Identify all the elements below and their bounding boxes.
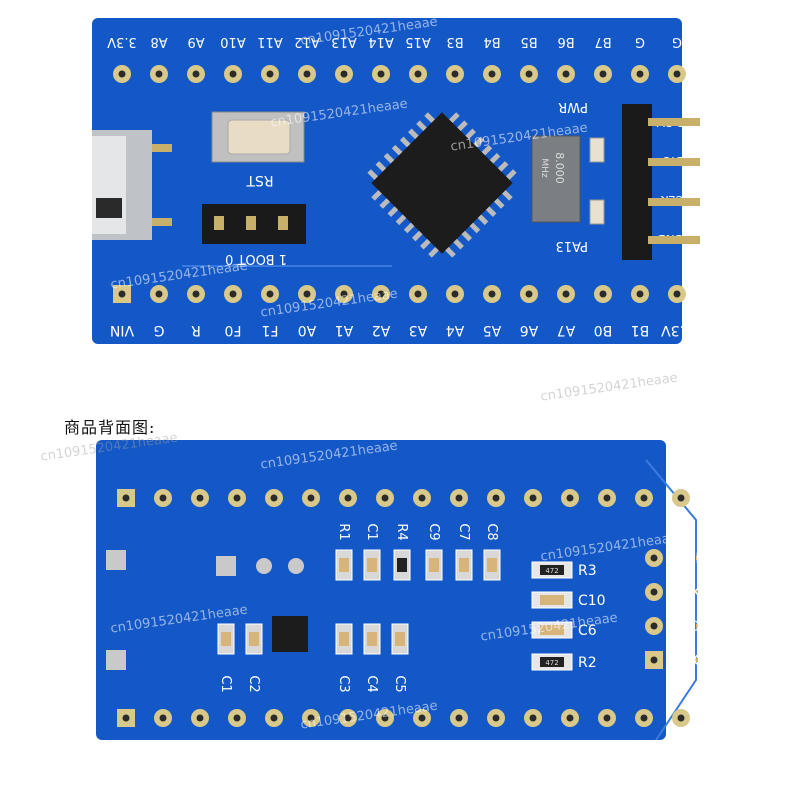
component-label: C7 xyxy=(456,523,471,540)
pin-label-bottom: F1 xyxy=(262,322,279,338)
pin-label-bottom: A5 xyxy=(483,322,501,338)
pwr-label: PWR xyxy=(558,99,588,114)
pin-label-bottom: A6 xyxy=(520,322,539,338)
regulator-chip xyxy=(272,616,308,652)
crystal-frequency: 8.000 xyxy=(553,152,566,184)
pwr-led xyxy=(589,137,605,163)
header-pin-label: DIO xyxy=(674,619,698,635)
pin-label-top: A14 xyxy=(368,34,393,49)
back-view-caption: 商品背面图: xyxy=(64,418,156,437)
pin-label-top: A8 xyxy=(150,34,167,49)
component-label: C6 xyxy=(578,623,597,639)
test-pad xyxy=(216,556,236,576)
pin-label-top: B6 xyxy=(557,34,574,49)
pin-label-top: B7 xyxy=(594,34,611,49)
component-label: C5 xyxy=(392,675,407,692)
pin-label-bottom: A2 xyxy=(372,322,390,338)
pin-label-bottom: G xyxy=(154,322,165,338)
component-label: C2 xyxy=(246,675,261,692)
crystal-oscillator: 8.000 MHz xyxy=(531,135,581,223)
pin-label-bottom: B1 xyxy=(631,322,650,338)
component-label: C10 xyxy=(578,593,606,609)
boot-label: 1 BOOT 0 xyxy=(225,251,287,266)
pin-label-top: B3 xyxy=(446,34,463,49)
pin-label-bottom: 3.3V xyxy=(661,322,693,338)
pin-label-bottom: B0 xyxy=(594,322,613,338)
test-pad xyxy=(106,650,126,670)
board-front-svg: 3.3VA8A9A10A11A12A13A14A15B3B4B5B6B7GG3.… xyxy=(82,18,758,344)
header-pin-label: CLK xyxy=(674,585,698,601)
component-label: R3 xyxy=(578,563,597,579)
watermark: cn1091520421heaae xyxy=(539,370,679,405)
pa13-label: PA13 xyxy=(556,238,588,253)
reset-label: RST xyxy=(246,172,274,188)
component-label: C9 xyxy=(426,523,441,540)
pin-label-bottom: A1 xyxy=(335,322,353,338)
component-label: C1 xyxy=(364,523,379,540)
pin-label-top: 3.3V xyxy=(107,34,137,49)
pin-label-top: A13 xyxy=(331,34,356,49)
reset-button xyxy=(211,111,305,163)
component-label: R2 xyxy=(578,655,597,671)
resistor-code: 472 xyxy=(545,659,558,667)
component-label: R4 xyxy=(394,523,409,540)
pin-label-top: A9 xyxy=(187,34,204,49)
pin-label-bottom: VIN xyxy=(110,322,134,338)
micro-usb-connector xyxy=(82,130,172,240)
header-pin-label: VCC xyxy=(674,653,698,669)
test-pad xyxy=(106,550,126,570)
pin-label-top: A15 xyxy=(405,34,430,49)
board-front-photo: 3.3VA8A9A10A11A12A13A14A15B3B4B5B6B7GG3.… xyxy=(82,18,758,344)
pin-label-bottom: A0 xyxy=(298,322,316,338)
crystal-unit: MHz xyxy=(539,158,549,178)
pin-label-top: A12 xyxy=(294,34,319,49)
pin-label-top: B4 xyxy=(483,34,500,49)
pin-label-bottom: A3 xyxy=(409,322,427,338)
pin-label-bottom: A7 xyxy=(557,322,575,338)
component-label: C4 xyxy=(364,675,379,692)
pin-label-top: A10 xyxy=(220,34,245,49)
pin-label-top: A11 xyxy=(257,34,282,49)
pin-label-top: G xyxy=(635,34,645,49)
pin-label-bottom: R xyxy=(191,322,201,338)
component-label: C1 xyxy=(218,675,233,692)
resistor-code: 472 xyxy=(545,567,558,575)
pin-label-bottom: A4 xyxy=(446,322,465,338)
boot-jumper xyxy=(202,204,306,244)
component-label: C3 xyxy=(336,675,351,692)
pin-label-top: B5 xyxy=(520,34,537,49)
component-label: R1 xyxy=(336,523,351,540)
pin-label-top: G xyxy=(672,34,682,49)
pin-label-bottom: F0 xyxy=(225,322,242,338)
component-label: C8 xyxy=(484,523,499,540)
header-pin-label: GND xyxy=(674,551,698,567)
pa13-led xyxy=(589,199,605,225)
pcb-back xyxy=(96,440,666,740)
